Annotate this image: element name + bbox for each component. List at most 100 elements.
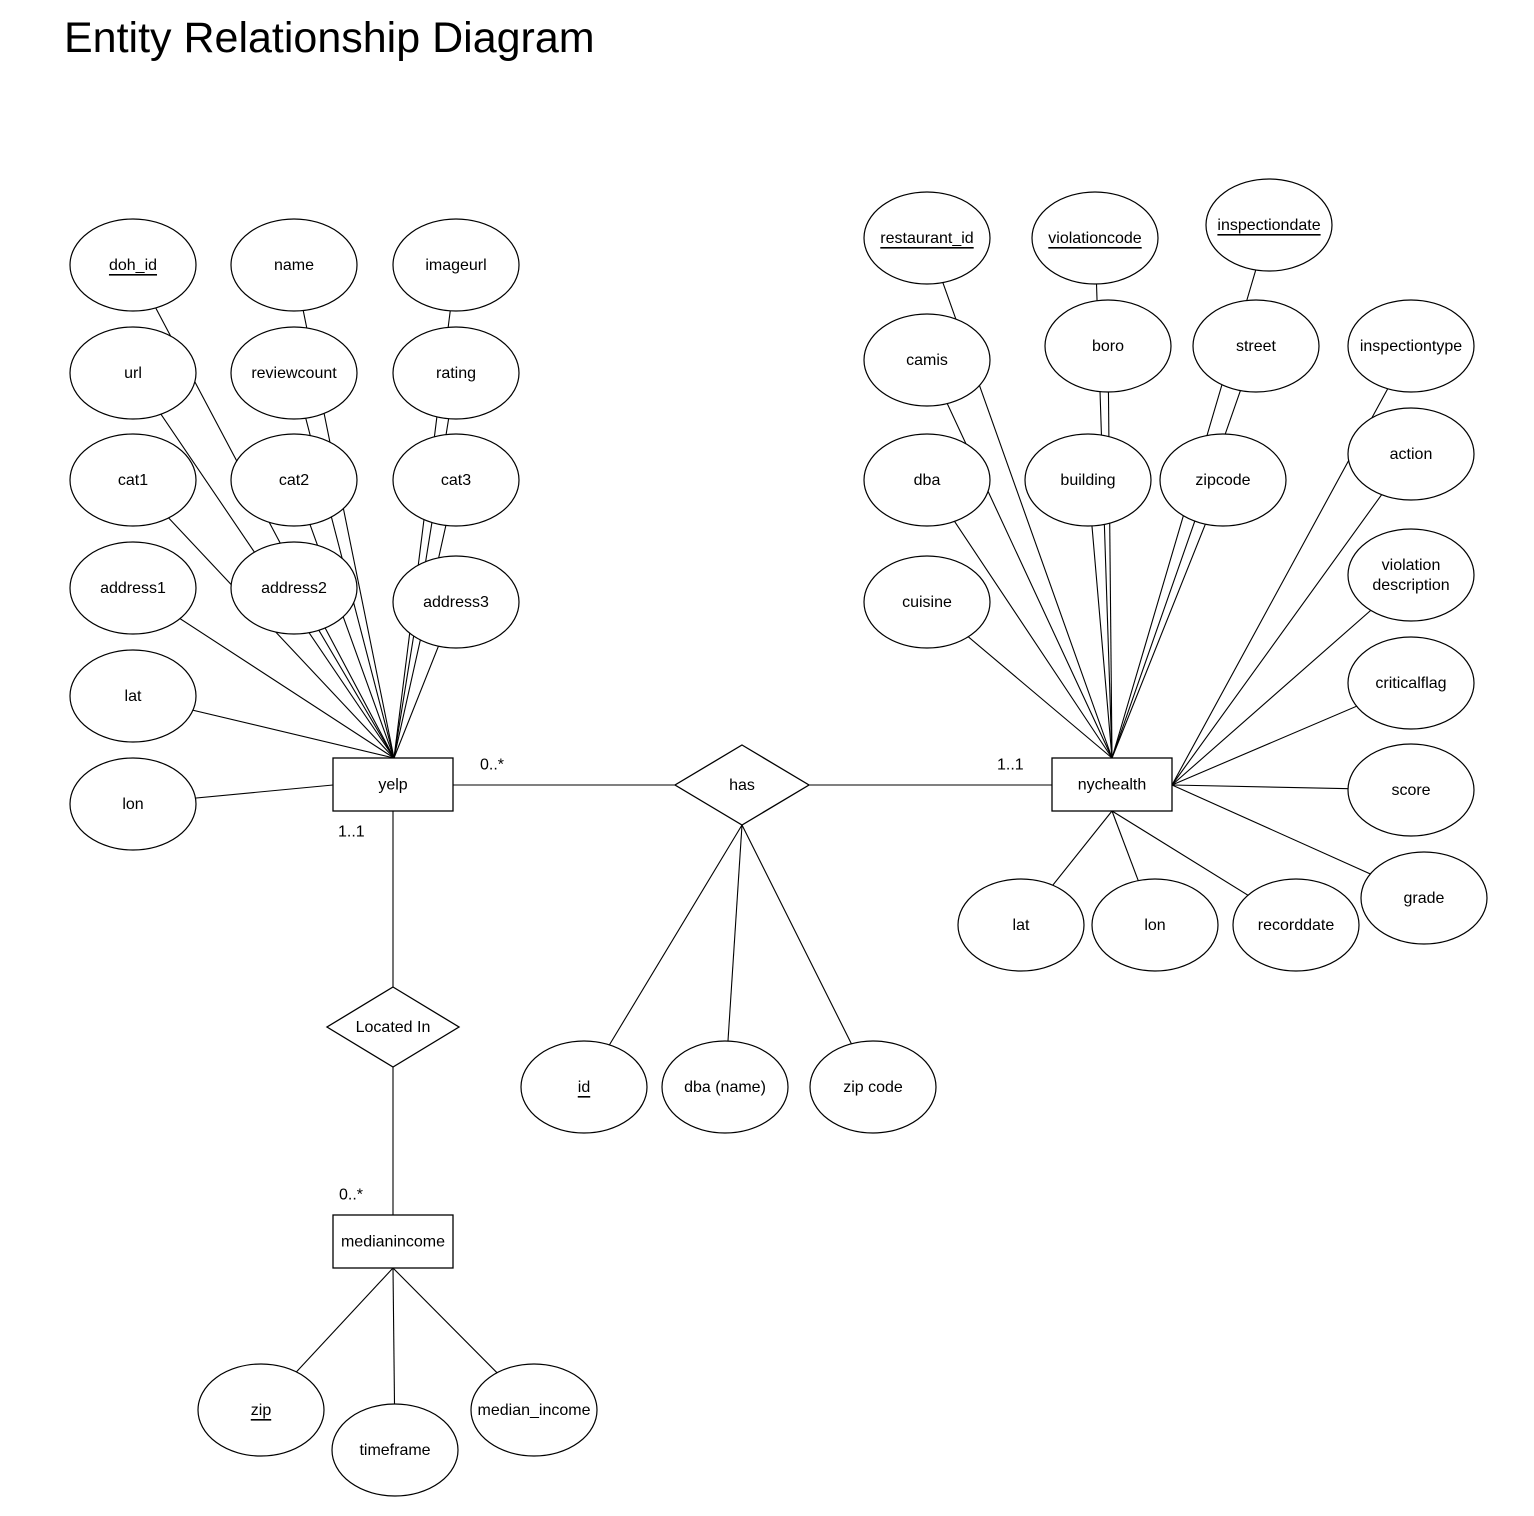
attribute-label: dba [914, 472, 941, 489]
nychealth-attr-lon: lon [1091, 878, 1219, 972]
attribute-label: id [578, 1079, 590, 1096]
yelp-attr-doh-id: doh_id [69, 218, 197, 312]
connector-line [293, 479, 395, 759]
entity-label: nychealth [1078, 776, 1147, 793]
attribute-label: zipcode [1195, 472, 1250, 489]
connector-line [583, 824, 743, 1088]
attribute-label: recorddate [1258, 917, 1335, 934]
cardinality-label: 0..* [339, 1187, 363, 1204]
attribute-ellipse [69, 541, 197, 635]
attribute-ellipse [863, 191, 991, 285]
has-attr-id: id [520, 1040, 648, 1134]
nychealth-attr-boro: boro [1044, 299, 1172, 393]
nychealth-attr-restaurant-id: restaurant_id [863, 191, 991, 285]
attribute-label: cat1 [118, 472, 148, 489]
attribute-label: doh_id [109, 257, 157, 274]
nychealth-attr-dba: dba [863, 433, 991, 527]
attribute-label: address2 [261, 580, 327, 597]
attribute-label: address1 [100, 580, 166, 597]
attribute-label: boro [1092, 338, 1124, 355]
attribute-ellipse [863, 555, 991, 649]
attribute-ellipse [809, 1040, 937, 1134]
attribute-label: reviewcount [251, 365, 337, 382]
attribute-label: name [274, 257, 314, 274]
attribute-ellipse [863, 313, 991, 407]
attribute-ellipse [69, 757, 197, 851]
nychealth-attr-inspectiontype: inspectiontype [1347, 299, 1475, 393]
yelp-attr-cat1: cat1 [69, 433, 197, 527]
relationship-label: Located In [356, 1019, 431, 1036]
nychealth-attr-zipcode: zipcode [1159, 433, 1287, 527]
entity-box [332, 1214, 454, 1269]
nychealth-attr-grade: grade [1360, 851, 1488, 945]
attribute-ellipse [1232, 878, 1360, 972]
entity-box [1051, 757, 1173, 812]
attribute-label: inspectiondate [1217, 217, 1320, 234]
nychealth-attr-recorddate: recorddate [1232, 878, 1360, 972]
attribute-ellipse [1360, 851, 1488, 945]
attribute-label: lon [122, 796, 143, 813]
yelp-attr-name: name [230, 218, 358, 312]
attribute-ellipse [863, 433, 991, 527]
attribute-label: street [1236, 338, 1277, 355]
cardinality-label: 1..1 [997, 757, 1024, 774]
nychealth-attr-lat: lat [957, 878, 1085, 972]
attribute-label: cat2 [279, 472, 309, 489]
attribute-label: lat [125, 688, 142, 705]
nychealth-attr-violationcode: violationcode [1031, 191, 1159, 285]
attribute-ellipse [1031, 191, 1159, 285]
attribute-ellipse [69, 433, 197, 527]
attribute-ellipse [392, 433, 520, 527]
yelp-attr-cat3: cat3 [392, 433, 520, 527]
attribute-label: rating [436, 365, 476, 382]
attribute-label: dba (name) [684, 1079, 766, 1096]
attribute-label: camis [906, 352, 948, 369]
attribute-ellipse [197, 1363, 325, 1457]
connector-line [1111, 479, 1224, 759]
attribute-label: cat3 [441, 472, 471, 489]
connector-line [1111, 345, 1257, 759]
attribute-ellipse [230, 326, 358, 420]
yelp-attr-rating: rating [392, 326, 520, 420]
yelp-attr-lon: lon [69, 757, 197, 851]
attribute-ellipse [957, 878, 1085, 972]
connector-line [1107, 345, 1113, 759]
relationship-located-in: Located In [325, 986, 461, 1068]
attribute-ellipse [1044, 299, 1172, 393]
nychealth-attr-cuisine: cuisine [863, 555, 991, 649]
attribute-label: cuisine [902, 594, 952, 611]
attribute-label: violationcode [1048, 230, 1142, 247]
attribute-ellipse [1205, 178, 1333, 272]
nychealth-attr-camis: camis [863, 313, 991, 407]
cardinality-label: 0..* [480, 757, 504, 774]
connector-line [926, 479, 1113, 759]
attribute-ellipse [1347, 636, 1475, 730]
attribute-ellipse [230, 433, 358, 527]
attribute-ellipse [1347, 528, 1475, 622]
attribute-ellipse [69, 649, 197, 743]
attribute-label: median_income [478, 1402, 591, 1419]
attribute-ellipse [331, 1403, 459, 1497]
yelp-attr-lat: lat [69, 649, 197, 743]
attribute-ellipse [230, 218, 358, 312]
attribute-label: score [1391, 782, 1430, 799]
nychealth-attr-criticalflag: criticalflag [1347, 636, 1475, 730]
entity-yelp: yelp [332, 757, 454, 812]
attribute-ellipse [1347, 743, 1475, 837]
attribute-label: zip code [843, 1079, 903, 1096]
attribute-label: grade [1404, 890, 1445, 907]
yelp-attr-url: url [69, 326, 197, 420]
yelp-attr-cat2: cat2 [230, 433, 358, 527]
medianincome-attr-zip: zip [197, 1363, 325, 1457]
attribute-label: criticalflag [1375, 675, 1446, 692]
attribute-label: restaurant_id [880, 230, 973, 247]
entity-box [332, 757, 454, 812]
has-attr-zip-code: zip code [809, 1040, 937, 1134]
attribute-ellipse [470, 1363, 598, 1457]
yelp-attr-address3: address3 [392, 555, 520, 649]
attribute-label: zip [251, 1402, 272, 1419]
